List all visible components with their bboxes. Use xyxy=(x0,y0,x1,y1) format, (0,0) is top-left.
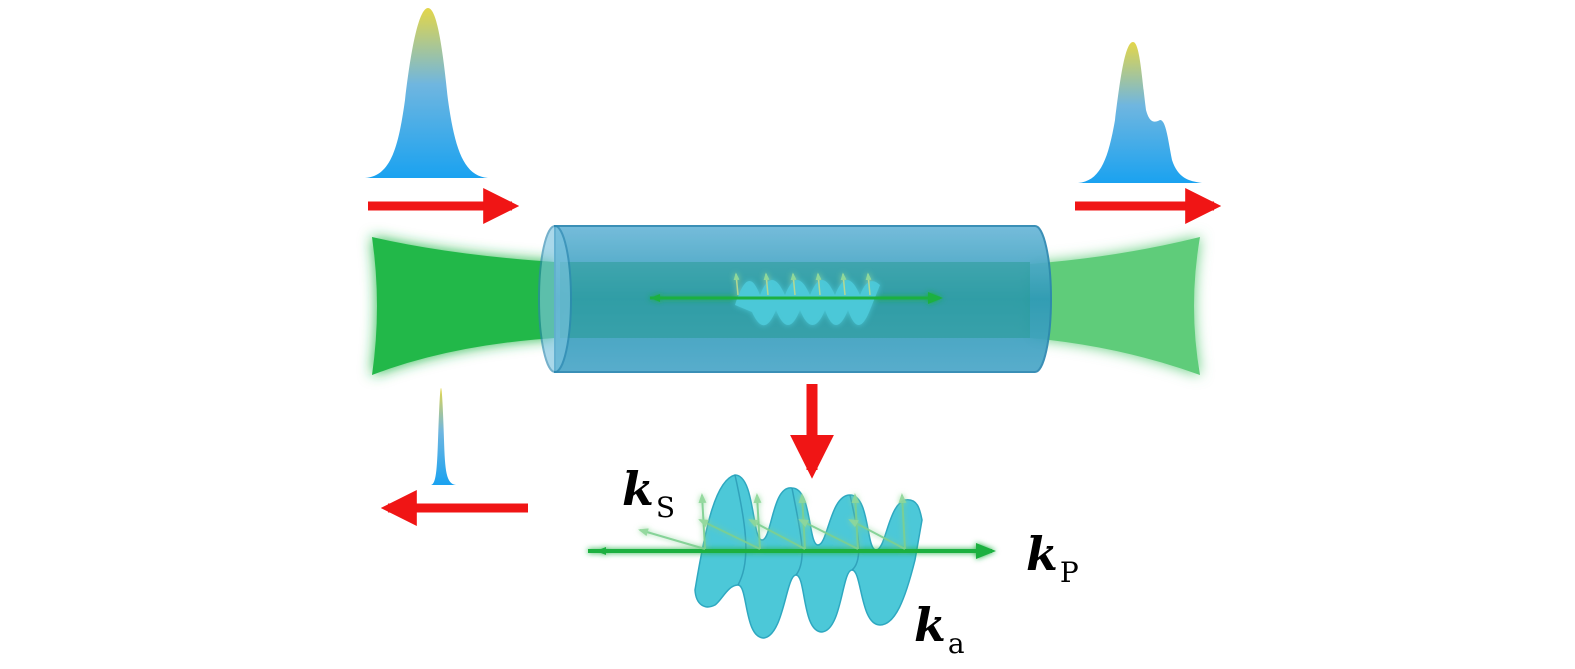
backscatter-pulse-icon xyxy=(380,388,528,526)
label-k-p-symbol: k xyxy=(1026,527,1058,581)
beam-right xyxy=(1030,237,1200,375)
acoustic-wave-icon xyxy=(694,474,923,639)
beam-left xyxy=(372,237,555,375)
label-k-p-sub: P xyxy=(1059,556,1079,589)
label-k-p: kP xyxy=(1026,527,1079,589)
label-k-a: ka xyxy=(914,598,965,660)
label-k-s-sub: S xyxy=(655,491,676,524)
label-k-s-symbol: k xyxy=(622,462,654,516)
wave-vectors xyxy=(588,493,996,559)
output-pulse-icon xyxy=(1075,42,1222,224)
label-k-s: kS xyxy=(622,462,675,524)
input-pulse-icon xyxy=(365,8,520,224)
acoustic-wave-small xyxy=(650,272,943,326)
label-k-a-sub: a xyxy=(947,627,965,660)
label-k-a-symbol: k xyxy=(914,598,946,652)
